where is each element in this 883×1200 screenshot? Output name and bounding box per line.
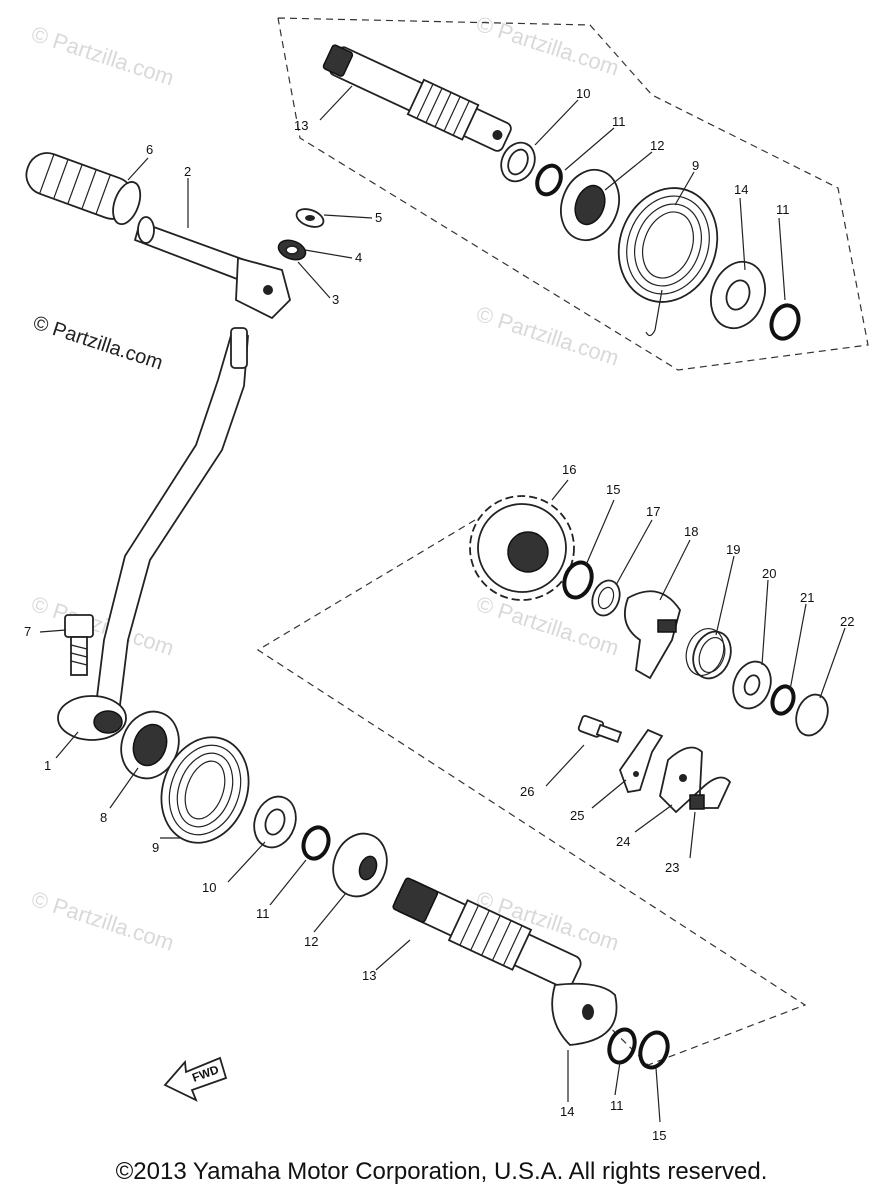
callout-5: 5 xyxy=(375,210,382,225)
circlip-11-lower-a xyxy=(301,825,331,861)
washer-22 xyxy=(795,693,829,737)
watermark-dark: © Partzilla.com xyxy=(30,312,165,375)
callout-11: 11 xyxy=(256,906,270,921)
callout-21: 21 xyxy=(800,590,814,605)
callout-11: 11 xyxy=(610,1098,624,1113)
stopper-23 xyxy=(689,776,732,810)
callout-2: 2 xyxy=(184,164,191,179)
callout-9: 9 xyxy=(152,840,159,855)
kick-crank-2 xyxy=(133,216,292,320)
callout-11: 11 xyxy=(612,114,626,129)
callout-11: 11 xyxy=(776,202,790,217)
circlip-11-upper xyxy=(535,163,563,197)
washer-20 xyxy=(732,660,772,710)
callout-16: 16 xyxy=(562,462,576,477)
callout-15: 15 xyxy=(606,482,620,497)
spring-cover-14-lower xyxy=(551,982,618,1046)
kick-grip-6 xyxy=(25,152,142,226)
callout-14: 14 xyxy=(560,1104,574,1119)
watermark: © Partzilla.com xyxy=(28,886,177,956)
callout-25: 25 xyxy=(570,808,584,823)
callout-15: 15 xyxy=(652,1128,666,1143)
callout-13: 13 xyxy=(294,118,308,133)
watermark: © Partzilla.com xyxy=(473,301,622,371)
lock-plate-25 xyxy=(618,728,664,794)
kick-clip-18 xyxy=(624,590,681,680)
upper-group-outline xyxy=(277,17,869,371)
circlip-11-upper-b xyxy=(769,303,801,341)
spring-cover-14-upper xyxy=(710,260,766,330)
callout-10: 10 xyxy=(202,880,216,895)
ratchet-12-lower xyxy=(332,832,388,898)
washer-10-lower xyxy=(253,795,297,849)
callout-23: 23 xyxy=(665,860,679,875)
callout-22: 22 xyxy=(840,614,854,629)
callout-6: 6 xyxy=(146,142,153,157)
kick-axle-upper xyxy=(322,44,512,152)
copyright-notice: ©2013 Yamaha Motor Corporation, U.S.A. A… xyxy=(115,1158,768,1185)
callout-3: 3 xyxy=(332,292,339,307)
watermark: © Partzilla.com xyxy=(473,11,622,81)
lower-group-outline xyxy=(256,519,807,1066)
circlip-11-lower-b xyxy=(607,1027,637,1065)
callout-9: 9 xyxy=(692,158,699,173)
callout-17: 17 xyxy=(646,504,660,519)
callout-labels: 13 10 11 12 9 14 11 6 2 5 4 3 7 1 8 9 10… xyxy=(24,86,854,1143)
callout-13: 13 xyxy=(362,968,376,983)
circlip-15-upper xyxy=(562,560,594,600)
callout-1: 1 xyxy=(44,758,51,773)
torsion-spring-9-upper xyxy=(617,187,719,337)
circlip-21 xyxy=(770,684,796,716)
callout-24: 24 xyxy=(616,834,630,849)
bolt-26 xyxy=(577,715,623,743)
callout-14: 14 xyxy=(734,182,748,197)
callout-19: 19 xyxy=(726,542,740,557)
oil-seal-8 xyxy=(120,710,180,780)
spring-4 xyxy=(277,239,307,261)
washer-5 xyxy=(295,208,325,228)
callout-10: 10 xyxy=(576,86,590,101)
leader-lines xyxy=(39,85,846,1123)
circlip-15-lower xyxy=(638,1030,670,1070)
callout-7: 7 xyxy=(24,624,31,639)
kick-arm-1 xyxy=(57,327,249,741)
fwd-arrow-icon: FWD xyxy=(163,1056,228,1102)
kick-axle-lower xyxy=(392,877,582,989)
callout-20: 20 xyxy=(762,566,776,581)
spring-19 xyxy=(685,628,732,680)
torsion-spring-9-lower xyxy=(160,736,250,844)
ratchet-12-upper xyxy=(560,168,620,242)
callout-4: 4 xyxy=(355,250,362,265)
kick-gear-16 xyxy=(469,495,575,601)
callout-12: 12 xyxy=(650,138,664,153)
bolt-7 xyxy=(64,614,94,676)
callout-12: 12 xyxy=(304,934,318,949)
washer-17 xyxy=(591,579,621,617)
washer-10-upper xyxy=(500,141,536,183)
callout-26: 26 xyxy=(520,784,534,799)
watermark: © Partzilla.com xyxy=(28,21,177,91)
callout-18: 18 xyxy=(684,524,698,539)
callout-8: 8 xyxy=(100,810,107,825)
